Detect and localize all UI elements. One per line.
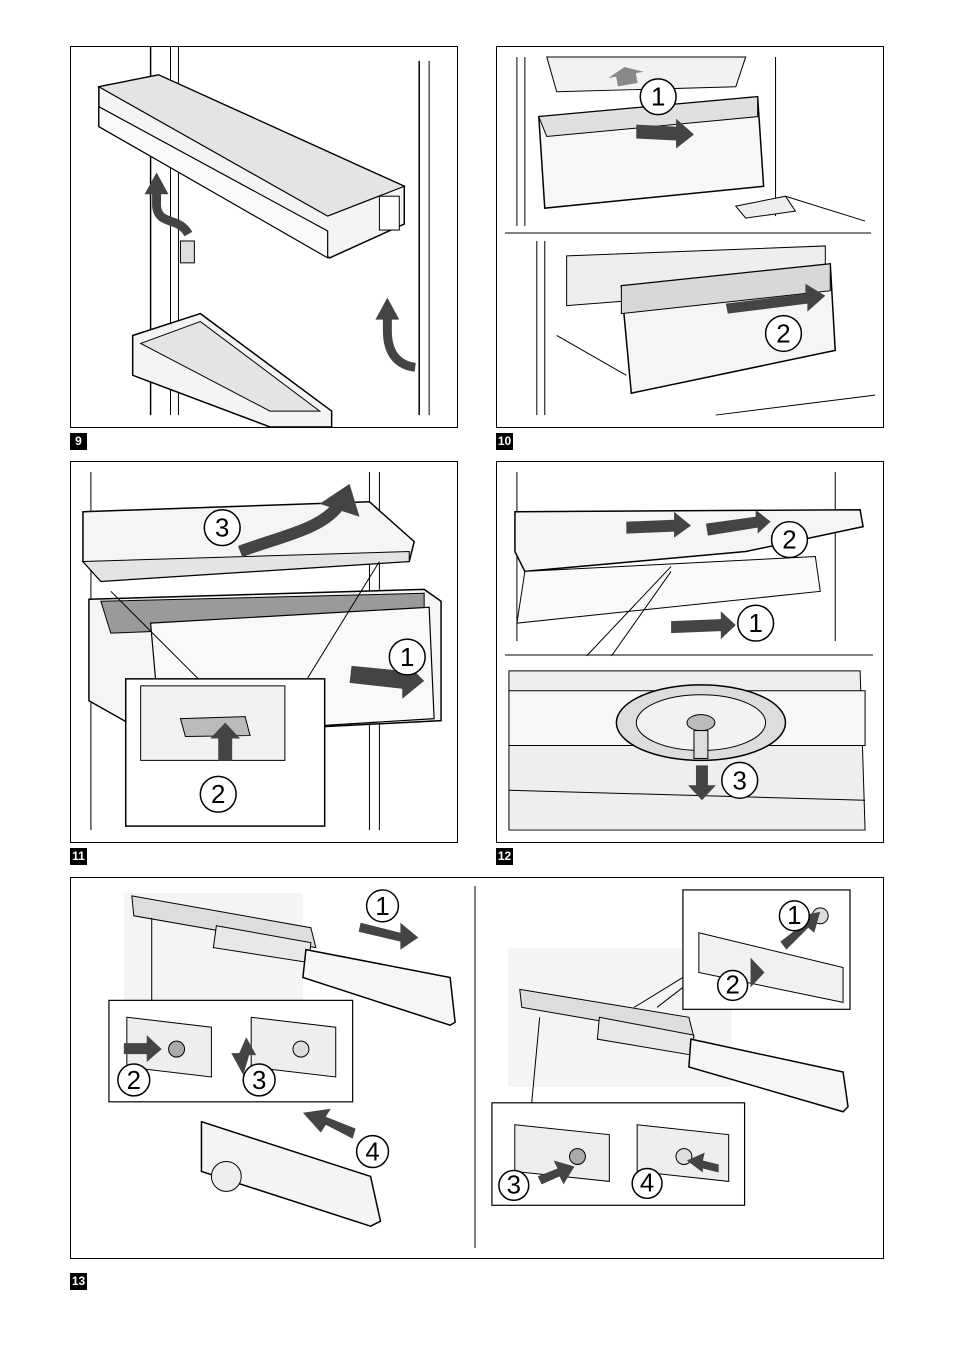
figure-12-step-3: 3 [733,767,747,795]
figure-10-number: 10 [496,433,513,450]
figure-12-illustration: 2 1 3 [497,462,883,842]
figure-11-number: 11 [70,848,87,865]
figure-13-number: 13 [70,1273,87,1290]
figure-13-step-1-left: 1 [375,893,389,921]
figure-11-step-2: 2 [211,781,225,809]
figure-13-panel: 1 2 3 4 1 2 3 4 [70,877,884,1259]
figure-13-step-3-left: 3 [252,1067,266,1095]
figure-10-step-1: 1 [651,84,665,112]
figure-12-step-1: 1 [748,610,762,638]
figure-11-illustration: 3 1 2 [71,462,457,842]
figure-9-number: 9 [70,433,87,450]
figure-13-step-4-right: 4 [640,1169,654,1197]
figure-13-step-4-left: 4 [365,1139,379,1167]
figure-12-step-2: 2 [782,527,796,555]
figure-12-number: 12 [496,848,513,865]
figure-10-panel: 1 2 [496,46,884,428]
figure-13-step-1-right: 1 [787,902,801,930]
figure-11-step-3: 3 [215,515,229,543]
figure-13-step-3-right: 3 [507,1171,521,1199]
figure-13-step-2-right: 2 [725,971,739,999]
figure-13-step-2-left: 2 [127,1067,141,1095]
figure-13-illustration: 1 2 3 4 1 2 3 4 [71,878,883,1258]
figure-10-step-2: 2 [776,320,790,348]
figure-9-illustration [71,47,457,427]
figure-12-panel: 2 1 3 [496,461,884,843]
figure-9-panel [70,46,458,428]
figure-10-illustration: 1 2 [497,47,883,427]
figure-11-panel: 3 1 2 [70,461,458,843]
figure-11-step-1: 1 [400,644,414,672]
